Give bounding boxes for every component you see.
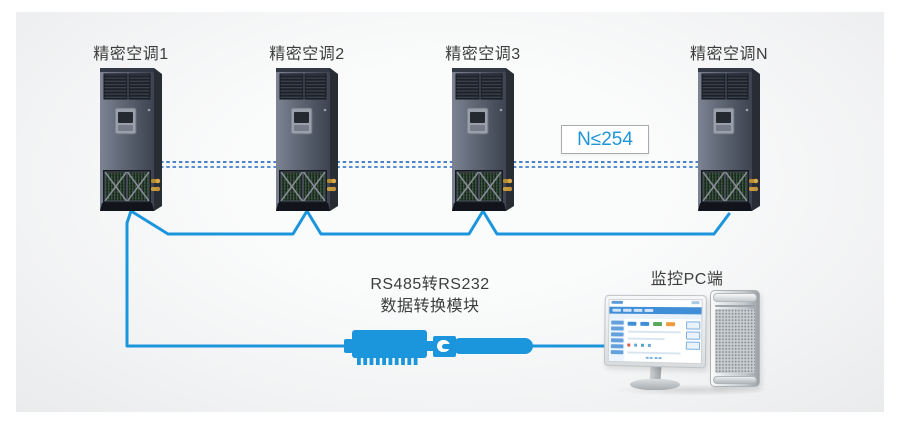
ui-block	[685, 320, 700, 330]
ui-block	[684, 319, 702, 363]
monitoring-software-ui	[607, 298, 703, 365]
ui-block	[627, 330, 681, 333]
ui-block	[627, 337, 665, 340]
ui-block	[622, 308, 632, 312]
ac-unit-3	[451, 66, 515, 212]
air-conditioner-icon	[451, 66, 515, 212]
daisy-chain-dashed-line	[160, 161, 699, 168]
ui-block	[610, 320, 624, 325]
air-conditioner-icon	[275, 66, 339, 212]
ui-block	[627, 321, 637, 326]
monitor-stand-base	[630, 379, 680, 390]
ac-unit-2-label: 精密空调2	[269, 46, 345, 63]
ui-block	[654, 356, 658, 360]
ui-block	[633, 308, 643, 312]
max-units-note: N≤254	[561, 125, 649, 154]
ui-block	[653, 321, 663, 327]
tower-handle-top	[713, 293, 757, 302]
ui-block	[610, 349, 623, 355]
ui-block	[634, 343, 638, 347]
ui-block	[649, 356, 653, 359]
tower-front-grille	[715, 309, 755, 373]
ui-block	[627, 343, 680, 348]
ui-block	[685, 330, 700, 340]
ac-unit-1	[99, 66, 163, 212]
converter-label-line2: 数据转换模块	[380, 298, 480, 315]
ac-unit-n	[697, 66, 761, 212]
ui-block	[611, 300, 624, 304]
ui-block	[610, 331, 624, 337]
rs485-converter-icon	[344, 330, 533, 365]
ui-block	[627, 343, 631, 347]
ui-block	[647, 343, 651, 347]
ui-block	[666, 322, 676, 327]
ac-unit-n-label: 精密空调N	[689, 46, 769, 63]
ui-block	[685, 341, 700, 350]
ui-block	[640, 321, 650, 326]
tower-pc-icon	[710, 290, 760, 387]
air-conditioner-icon	[99, 66, 163, 212]
converter-label-line1: RS485转RS232	[370, 276, 490, 293]
ui-block	[610, 325, 624, 331]
ui-block	[691, 301, 700, 304]
ui-block	[644, 308, 654, 312]
air-conditioner-icon	[697, 66, 761, 212]
ui-block	[627, 350, 681, 355]
ac-unit-3-label: 精密空调3	[445, 46, 521, 63]
ui-block	[612, 308, 622, 312]
ui-block	[624, 319, 684, 363]
pc-label: 监控PC端	[650, 271, 724, 288]
ui-block	[658, 356, 662, 360]
ui-block	[608, 318, 625, 362]
tower-handle-bottom	[713, 376, 757, 384]
tower-drive-slot	[715, 305, 755, 307]
ui-block	[645, 356, 649, 359]
ui-block	[608, 318, 702, 364]
ui-block	[627, 356, 680, 361]
ui-block	[627, 321, 682, 327]
ac-unit-1-label: 精密空调1	[93, 46, 169, 63]
ui-block	[610, 343, 623, 349]
ac-unit-2	[275, 66, 339, 212]
ui-block	[640, 343, 644, 347]
ui-block	[610, 337, 624, 343]
monitor-icon	[603, 294, 707, 369]
converter-label: RS485转RS232 数据转换模块	[330, 274, 530, 318]
